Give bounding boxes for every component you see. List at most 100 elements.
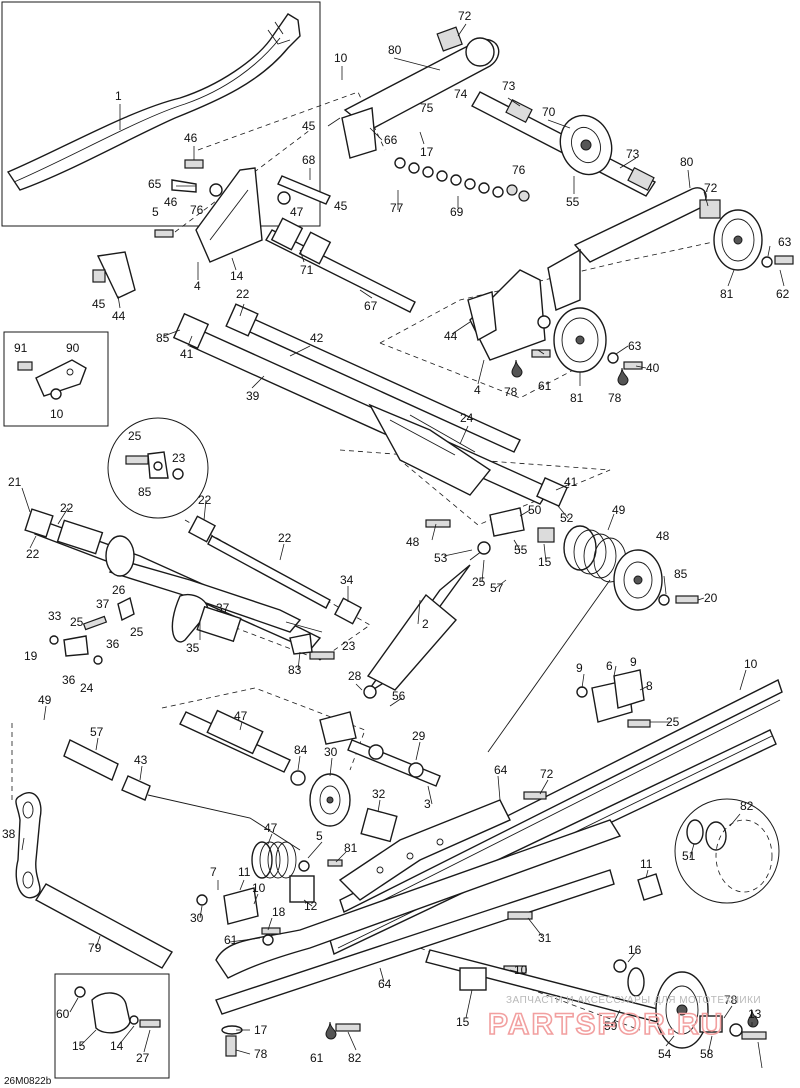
callout-14: 14	[230, 269, 244, 283]
callout-45: 45	[92, 297, 106, 311]
callout-41: 52	[560, 511, 574, 525]
rail-part-3	[338, 799, 511, 901]
spring-assembly-50	[487, 507, 699, 753]
callout-25: 37	[216, 601, 230, 615]
callout-23: 85	[138, 485, 152, 499]
callout-22: 22	[198, 493, 212, 507]
callout-72: 72	[458, 9, 472, 23]
diagram-code: 26M0822b	[4, 1076, 52, 1087]
detail-bolt-24-nut-25	[125, 451, 184, 480]
callout-9: 8	[646, 679, 653, 693]
callout-28: 49	[38, 693, 52, 707]
callout-62: 62	[776, 287, 790, 301]
detail-circle-wheel-81	[674, 798, 780, 904]
callout-18: 61	[224, 933, 238, 947]
callout-22: 22	[26, 547, 40, 561]
callout-30: 12	[304, 899, 318, 913]
callout-1: 1	[115, 89, 122, 103]
callout-71: 71	[300, 263, 314, 277]
callout-76: 76	[190, 203, 204, 217]
callout-57: 85	[674, 567, 688, 581]
front-shaft-assembly-39	[172, 303, 568, 507]
callout-47: 29	[412, 729, 426, 743]
callout-55: 48	[656, 529, 670, 543]
callout-46: 46	[184, 131, 198, 145]
torsion-spring-38	[147, 794, 343, 903]
callout-11: 10	[252, 881, 266, 895]
callout-36: 19	[24, 649, 38, 663]
callout-15: 17	[254, 1023, 268, 1037]
bracket-7	[196, 887, 281, 946]
callout-78: 78	[608, 391, 622, 405]
callout-50: 49	[612, 503, 626, 517]
callout-46: 46	[164, 195, 178, 209]
callout-85: 85	[156, 331, 170, 345]
callout-78: 13	[748, 1007, 762, 1021]
callout-12: 18	[272, 905, 286, 919]
callout-80: 80	[388, 43, 402, 57]
callout-15: 55	[514, 543, 528, 557]
callout-labels: 1 72 10 80 74 73 75 70 45 66 17 46 68 76…	[2, 9, 792, 1065]
callout-26: 37	[96, 597, 110, 611]
leader-lines	[21, 23, 785, 1069]
callout-80: 80	[680, 155, 694, 169]
callout-68: 68	[302, 153, 316, 167]
spacer-stack-69	[394, 157, 530, 202]
rail-part-1	[6, 13, 301, 191]
callout-32: 38	[2, 827, 16, 841]
callout-24: 23	[342, 639, 356, 653]
callout-53: 15	[538, 555, 552, 569]
callout-44: 44	[444, 329, 458, 343]
callout-90: 90	[66, 341, 80, 355]
watermark-logo: PARTSFOR.RU	[488, 1008, 724, 1041]
callout-29: 57	[90, 725, 104, 739]
watermark-caption: ЗАПЧАСТИ И АКСЕССУАРЫ ДЛЯ МОТОТЕХНИКИ	[506, 995, 761, 1006]
callout-30: 43	[134, 753, 148, 767]
callout-85: 21	[8, 475, 22, 489]
callout-81: 82	[740, 799, 754, 813]
callout-64: 72	[540, 767, 554, 781]
callout-81: 81	[570, 391, 584, 405]
callout-7: 11	[238, 865, 251, 879]
callout-22: 34	[340, 573, 354, 587]
callout-65: 65	[148, 177, 162, 191]
callout-61: 61	[538, 379, 552, 393]
callout-34: 26	[112, 583, 126, 597]
callout-75: 75	[420, 101, 434, 115]
callout-19: 35	[186, 641, 200, 655]
callout-85: 20	[704, 591, 718, 605]
callout-15: 14	[110, 1039, 124, 1053]
callout-67: 67	[364, 299, 378, 313]
callout-42: 42	[310, 331, 324, 345]
callout-6: 9	[630, 655, 637, 669]
callout-39: 24	[460, 411, 474, 425]
callout-57: 84	[294, 743, 308, 757]
callout-16: 64	[378, 977, 392, 991]
callout-44: 44	[112, 309, 126, 323]
callout-51: 11	[640, 857, 653, 871]
callout-45: 45	[302, 119, 316, 133]
callout-10: 60	[56, 1007, 70, 1021]
callout-43: 3	[424, 797, 431, 811]
callout-17: 17	[420, 145, 434, 159]
callout-78: 78	[504, 385, 518, 399]
callout-31: 79	[88, 941, 102, 955]
callout-3: 64	[494, 763, 508, 777]
callout-40: 39	[246, 389, 260, 403]
roller-set-29-31	[15, 739, 173, 969]
callout-47: 5	[316, 829, 323, 843]
idler-axle-assembly-56	[179, 709, 441, 843]
wheel-detail-81	[686, 819, 773, 893]
callout-49: 48	[406, 535, 420, 549]
callout-45: 45	[334, 199, 348, 213]
callout-22: 22	[236, 287, 250, 301]
slider-part-16	[215, 819, 622, 1015]
callout-64: 10	[514, 963, 528, 977]
callout-52: 50	[528, 503, 542, 517]
inset-frame-slider-13	[54, 973, 170, 1079]
callout-4: 4	[474, 383, 481, 397]
inset-frame-top-left	[1, 1, 321, 227]
inset-frame-bracket-90	[3, 331, 109, 427]
callout-5: 5	[152, 205, 159, 219]
callout-36: 24	[80, 681, 94, 695]
